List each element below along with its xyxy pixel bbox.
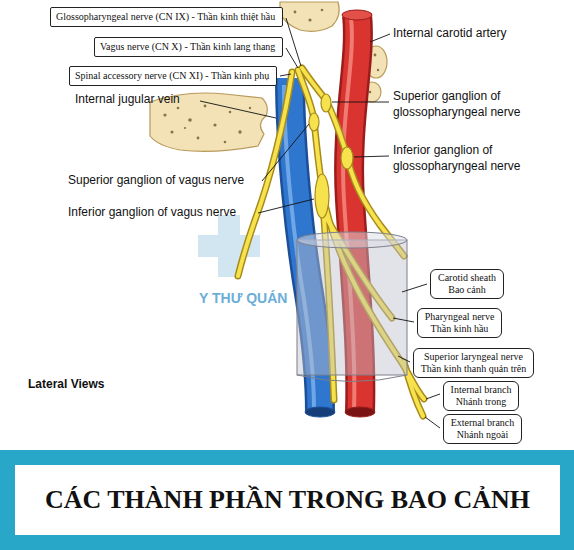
structure-box: Carotid sheathBao cảnh — [430, 269, 504, 299]
box-subtext: Bao cảnh — [437, 284, 497, 296]
box-text: Glossopharyngeal nerve (CN IX) - Thần ki… — [56, 11, 277, 23]
box-subtext: Thần kinh hầu — [424, 323, 495, 335]
view-label: Lateral Views — [28, 377, 105, 393]
box-subtext: Nhánh ngoài — [450, 429, 515, 441]
box-text: External branch — [450, 417, 515, 429]
nerves — [238, 68, 424, 416]
box-text: Superior laryngeal nerve — [420, 351, 527, 363]
vessel-label: Internal carotid artery — [393, 26, 506, 42]
box-text: Pharyngeal nerve — [424, 311, 495, 323]
structure-box: Superior laryngeal nerveThần kinh thanh … — [413, 348, 534, 378]
structure-box: Internal branchNhánh trong — [443, 381, 519, 411]
box-text: Internal branch — [450, 384, 512, 396]
vessel-label: Internal jugular vein — [75, 92, 180, 108]
structure-box: External branchNhánh ngoài — [443, 414, 522, 444]
box-text: Carotid sheath — [437, 272, 497, 284]
banner-title: CÁC THÀNH PHẦN TRONG BAO CẢNH — [15, 465, 560, 535]
nerve-name-box: Spinal accessory nerve (CN XI) - Thần ki… — [69, 66, 277, 86]
watermark: Y THƯ QUÁN — [199, 289, 287, 307]
ganglion-label: Superior ganglion of vagus nerve — [68, 173, 244, 189]
nerve-name-box: Vagus nerve (CN X) - Thần kinh lang than… — [94, 37, 283, 57]
nerve-name-box: Glossopharyngeal nerve (CN IX) - Thần ki… — [50, 7, 283, 27]
box-text: Vagus nerve (CN X) - Thần kinh lang than… — [100, 41, 277, 53]
box-text: Spinal accessory nerve (CN XI) - Thần ki… — [75, 70, 271, 82]
banner-panel — [15, 465, 560, 535]
ganglion-label: Inferior ganglion of glossopharyngeal ne… — [393, 143, 563, 174]
box-subtext: Thần kinh thanh quản trên — [420, 363, 527, 375]
carotid-sheath — [297, 232, 407, 382]
ganglion-label: Inferior ganglion of vagus nerve — [68, 205, 236, 221]
box-subtext: Nhánh trong — [450, 396, 512, 408]
banner-band — [0, 450, 574, 550]
structure-box: Pharyngeal nerveThần kinh hầu — [417, 308, 502, 338]
ganglion-label: Superior ganglion of glossopharyngeal ne… — [393, 89, 563, 120]
